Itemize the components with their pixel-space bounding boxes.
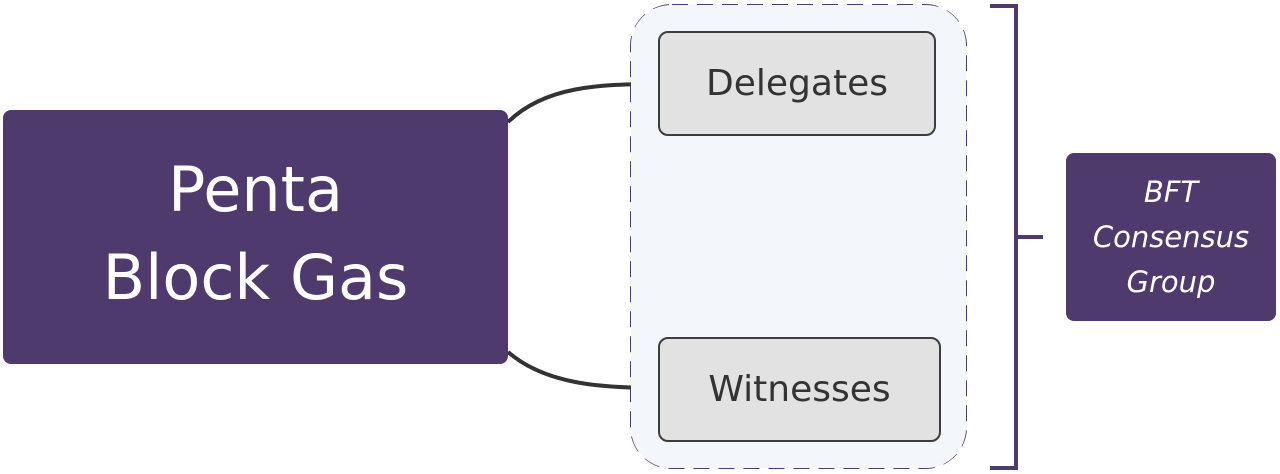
consensus-line-3: Group xyxy=(1126,264,1216,299)
consensus-line-1: BFT xyxy=(1143,174,1199,209)
main-node-line-1: Penta xyxy=(168,153,343,226)
delegates-node: Delegates xyxy=(658,31,936,136)
main-node-line-2: Block Gas xyxy=(102,241,409,314)
consensus-line-2: Consensus xyxy=(1092,219,1250,254)
witnesses-node: Witnesses xyxy=(658,337,941,442)
bft-consensus-group-node: BFT Consensus Group xyxy=(1066,153,1276,321)
group-bracket xyxy=(990,4,1043,470)
delegates-label: Delegates xyxy=(706,63,888,104)
penta-block-gas-node: Penta Block Gas xyxy=(3,110,508,364)
witnesses-label: Witnesses xyxy=(708,369,891,410)
